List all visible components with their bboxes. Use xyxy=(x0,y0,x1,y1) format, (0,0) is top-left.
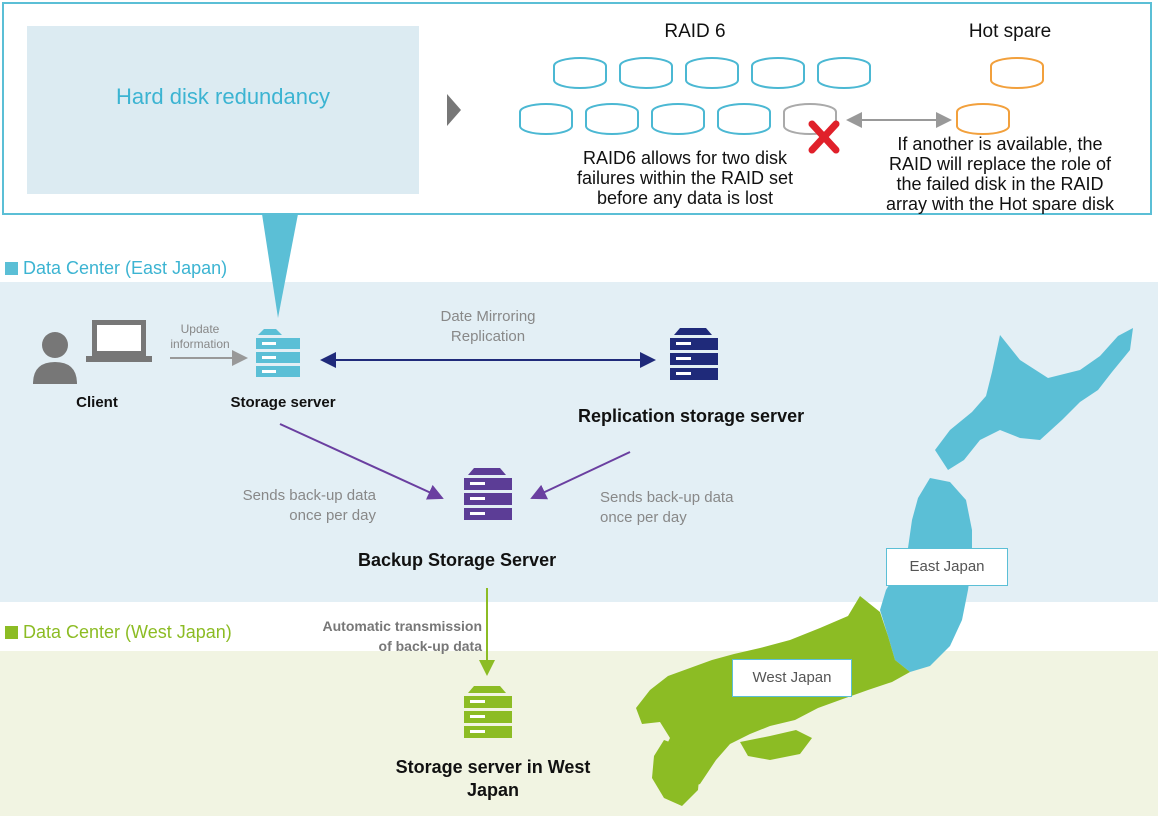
raid-disk-group xyxy=(519,57,871,135)
hot-spare-note-line: RAID will replace the role of xyxy=(888,154,1112,174)
auto-transmission-label: Automatic transmission of back-up data xyxy=(282,616,482,656)
kyushu-shape xyxy=(652,740,700,806)
backup-server-icon xyxy=(464,468,512,520)
disk-icon xyxy=(553,57,607,89)
shikoku-shape xyxy=(740,730,812,760)
hokkaido-shape xyxy=(935,328,1133,470)
west-storage-line: Japan xyxy=(466,780,520,800)
disk-icon xyxy=(817,57,871,89)
west-storage-line: Storage server in West xyxy=(395,757,591,777)
west-datacenter-region xyxy=(0,651,1158,816)
storage-server-icon xyxy=(256,329,300,377)
backup-server-label: Backup Storage Server xyxy=(358,550,557,570)
sends-right-label: Sends back-up data once per day xyxy=(600,488,760,528)
raid-note-line: before any data is lost xyxy=(596,188,774,208)
west-datacenter-label: Data Center (West Japan) xyxy=(5,622,232,643)
hot-spare-note-line: the failed disk in the RAID xyxy=(896,174,1104,194)
sends-left-label: Sends back-up data once per day xyxy=(222,486,376,526)
west-storage-server-icon xyxy=(464,686,512,738)
disk-icon xyxy=(519,103,573,135)
west-datacenter-text: Data Center (West Japan) xyxy=(23,622,232,642)
raid-note-line: failures within the RAID set xyxy=(576,168,794,188)
backup-arrow-left xyxy=(279,423,444,500)
update-info-line: information xyxy=(170,337,230,351)
hot-spare-disk-group xyxy=(956,57,1044,135)
auto-transmission-line: of back-up data xyxy=(378,638,482,654)
west-square-icon xyxy=(5,626,18,639)
east-datacenter-label: Data Center (East Japan) xyxy=(5,258,227,279)
next-arrow-icon xyxy=(447,94,461,126)
hot-spare-disk-icon xyxy=(990,57,1044,89)
redundancy-box xyxy=(27,26,419,194)
sends-line: once per day xyxy=(600,509,687,526)
replication-server-label: Replication storage server xyxy=(578,406,805,426)
update-info-label: Update information xyxy=(160,322,240,352)
disk-icon xyxy=(751,57,805,89)
client-person-icon xyxy=(33,332,77,384)
east-square-icon xyxy=(5,262,18,275)
update-info-line: Update xyxy=(180,322,220,336)
east-japan-tag: East Japan xyxy=(886,548,1008,586)
failure-x-icon xyxy=(808,120,840,154)
hot-spare-note-line: array with the Hot spare disk xyxy=(885,194,1115,214)
sends-line: once per day xyxy=(289,507,376,524)
disk-icon xyxy=(685,57,739,89)
callout-pointer xyxy=(262,214,298,318)
sends-line: Sends back-up data xyxy=(600,489,734,506)
client-label: Client xyxy=(76,394,118,411)
replication-server-icon xyxy=(670,328,718,380)
west-japan-tag: West Japan xyxy=(732,659,852,697)
west-storage-server-label: Storage server in West Japan xyxy=(366,756,620,802)
raid-note: RAID6 allows for two disk failures withi… xyxy=(540,148,830,208)
raid-note-line: RAID6 allows for two disk xyxy=(582,148,788,168)
storage-server-label: Storage server xyxy=(230,394,336,411)
disk-icon xyxy=(585,103,639,135)
auto-transmission-line: Automatic transmission xyxy=(322,618,482,634)
hot-spare-note-line: If another is available, the xyxy=(897,134,1103,154)
mirroring-label: Date Mirroring Replication xyxy=(408,307,568,347)
hot-spare-disk-icon xyxy=(956,103,1010,135)
hot-spare-title: Hot spare xyxy=(968,21,1052,42)
japan-map xyxy=(636,328,1133,806)
sends-line: Sends back-up data xyxy=(242,487,376,504)
laptop-icon xyxy=(86,320,152,362)
mirroring-line: Replication xyxy=(450,328,526,345)
mirroring-line: Date Mirroring xyxy=(440,308,536,325)
backup-arrow-right xyxy=(530,451,631,500)
disk-icon xyxy=(651,103,705,135)
east-datacenter-text: Data Center (East Japan) xyxy=(23,258,228,278)
redundancy-title: Hard disk redundancy xyxy=(115,84,330,109)
disk-icon xyxy=(717,103,771,135)
hot-spare-note: If another is available, the RAID will r… xyxy=(855,134,1145,214)
raid6-title: RAID 6 xyxy=(664,21,726,42)
disk-icon xyxy=(619,57,673,89)
